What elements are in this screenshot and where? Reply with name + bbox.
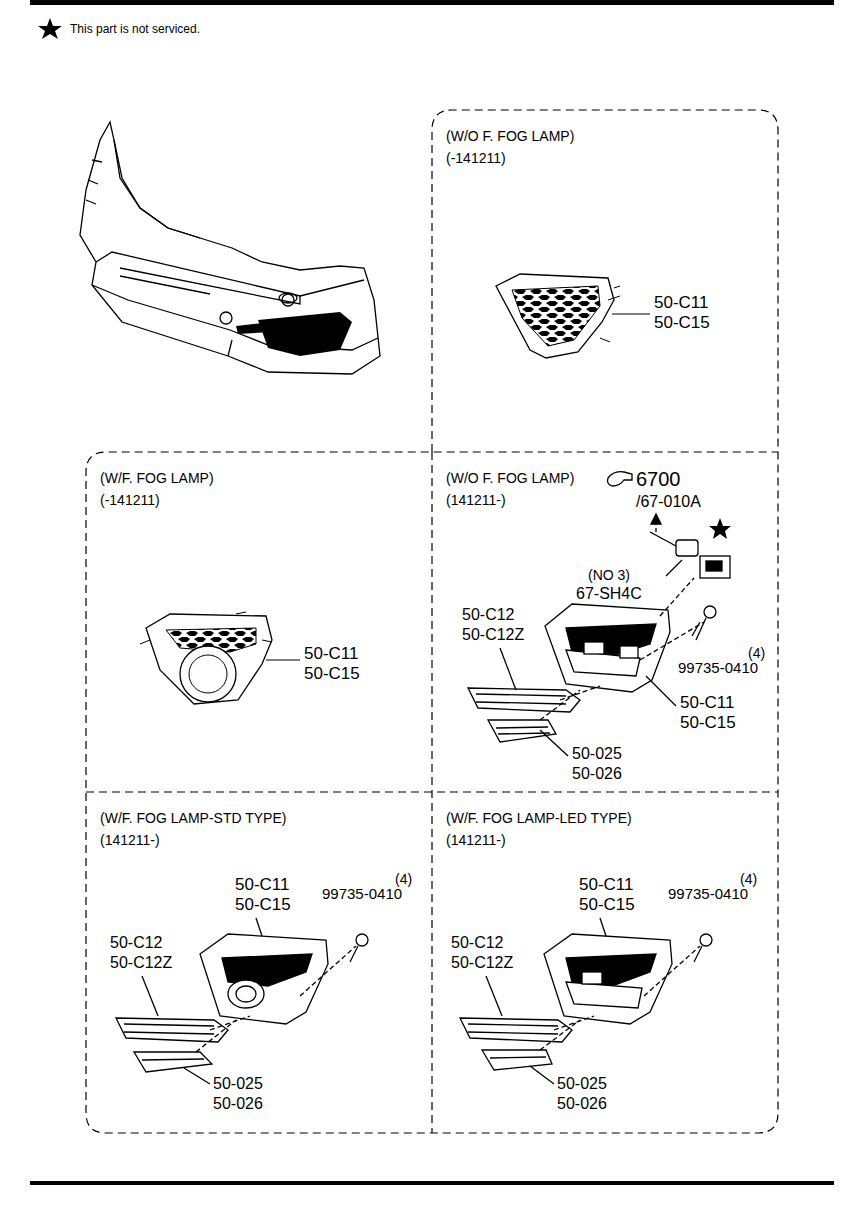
bottom-rule xyxy=(30,1181,834,1185)
part-number: 50-C12 xyxy=(110,934,162,952)
panel-heading: (W/F. FOG LAMP) xyxy=(100,470,214,486)
part-number: 50-C12 xyxy=(451,934,503,952)
serial-range: (-141211) xyxy=(100,492,160,508)
star-symbol xyxy=(709,518,731,539)
grille-drawing xyxy=(140,612,300,704)
part-number: (4) xyxy=(395,871,412,887)
part-number: 50-025 xyxy=(213,1075,263,1093)
part-number: 50-C11 xyxy=(654,293,709,313)
star-symbol xyxy=(38,18,62,39)
part-number: 50-C12 xyxy=(462,606,514,624)
part-number: 50-C11 xyxy=(579,875,634,895)
panel-heading: (W/F. FOG LAMP-LED TYPE) xyxy=(446,810,632,826)
reference-symbol xyxy=(608,472,633,486)
part-number: (4) xyxy=(748,645,765,661)
serial-range: (141211-) xyxy=(446,492,506,508)
note-text: This part is not serviced. xyxy=(70,23,200,37)
part-number: 50-026 xyxy=(213,1095,263,1113)
top-rule xyxy=(30,0,834,5)
part-number: 50-C15 xyxy=(235,895,291,915)
variant-panel: (W/F. FOG LAMP) (-141211) xyxy=(86,452,432,792)
part-number: 50-C15 xyxy=(579,895,635,915)
grille-drawing xyxy=(496,274,650,358)
part-number: 50-C11 xyxy=(680,693,735,713)
part-number: 6700 xyxy=(636,468,681,491)
part-number: 99735-0410 xyxy=(322,885,402,902)
part-number: 99735-0410 xyxy=(668,885,748,902)
part-number: 99735-0410 xyxy=(678,659,758,676)
part-number: /67-010A xyxy=(636,493,701,511)
part-number: 50-025 xyxy=(572,745,622,763)
variant-panel: (W/O F. FOG LAMP) (-141211) xyxy=(432,110,778,452)
part-number: 50-C15 xyxy=(304,664,360,684)
part-number: (4) xyxy=(740,871,757,887)
part-number: 50-026 xyxy=(557,1095,607,1113)
part-number: 50-C12Z xyxy=(110,954,172,972)
serial-range: (-141211) xyxy=(446,150,506,166)
part-number: 50-025 xyxy=(557,1075,607,1093)
part-number: 50-C12Z xyxy=(462,626,524,644)
bumper-drawing xyxy=(80,122,380,374)
part-number: (NO 3) xyxy=(588,567,630,583)
part-number: 67-SH4C xyxy=(576,585,642,603)
fog-pocket xyxy=(236,322,272,334)
part-number: 50-C12Z xyxy=(451,954,513,972)
part-number: 50-C11 xyxy=(235,875,290,895)
part-number: 50-C15 xyxy=(680,713,736,733)
serial-range: (141211-) xyxy=(100,832,160,848)
part-number: 50-C11 xyxy=(304,644,359,664)
panel-heading: (W/O F. FOG LAMP) xyxy=(446,128,574,144)
serial-range: (141211-) xyxy=(446,832,506,848)
part-number: 50-C15 xyxy=(654,313,710,333)
part-number: 50-026 xyxy=(572,765,622,783)
panel-heading: (W/F. FOG LAMP-STD TYPE) xyxy=(100,810,286,826)
fog-pocket xyxy=(258,312,352,356)
panel-heading: (W/O F. FOG LAMP) xyxy=(446,470,574,486)
